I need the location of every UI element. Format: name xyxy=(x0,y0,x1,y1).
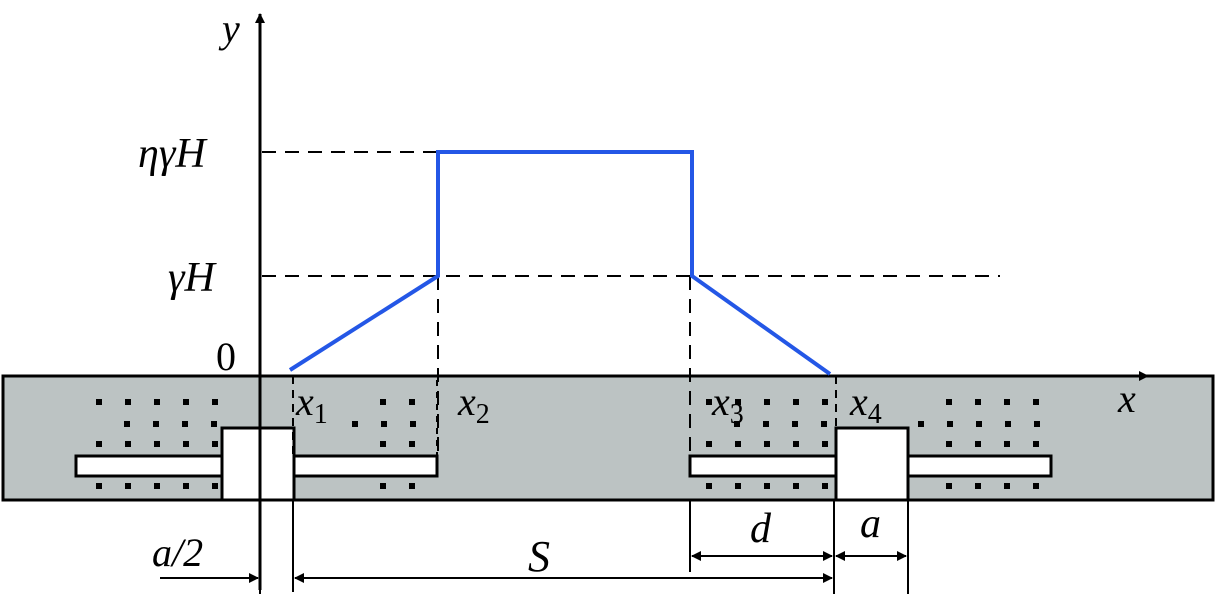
dotted-zones xyxy=(96,399,1040,489)
texture-dot xyxy=(735,441,741,447)
texture-dot xyxy=(918,421,924,427)
texture-dot xyxy=(821,421,827,427)
texture-dot xyxy=(409,399,415,405)
texture-dot xyxy=(793,441,799,447)
texture-dot xyxy=(734,421,740,427)
texture-dot xyxy=(96,399,102,405)
point-label-x4: x4 xyxy=(849,379,882,430)
texture-dot xyxy=(183,441,189,447)
texture-dot xyxy=(409,483,415,489)
texture-dot xyxy=(947,421,953,427)
texture-dot xyxy=(946,399,952,405)
texture-dot xyxy=(975,483,981,489)
texture-dot xyxy=(125,483,131,489)
point-label-x2: x2 xyxy=(457,379,490,430)
texture-dot xyxy=(409,441,415,447)
texture-dot xyxy=(410,421,416,427)
bar-right-outer xyxy=(905,454,1053,478)
texture-dot xyxy=(125,399,131,405)
texture-dot xyxy=(1004,399,1010,405)
texture-dot xyxy=(1033,441,1039,447)
texture-dot xyxy=(763,421,769,427)
texture-dot xyxy=(380,483,386,489)
texture-dot xyxy=(182,421,188,427)
texture-dot xyxy=(764,483,770,489)
texture-dot xyxy=(154,483,160,489)
texture-dot xyxy=(975,441,981,447)
texture-dot xyxy=(792,421,798,427)
texture-dot xyxy=(1033,399,1039,405)
origin-label: 0 xyxy=(216,334,236,379)
texture-dot xyxy=(822,483,828,489)
width-label: a xyxy=(860,501,881,547)
texture-dot xyxy=(706,399,712,405)
bar-left-inner xyxy=(291,454,439,478)
texture-dot xyxy=(124,421,130,427)
upper-level-label: ηγH xyxy=(138,131,208,177)
texture-dot xyxy=(212,441,218,447)
texture-dot xyxy=(154,399,160,405)
texture-dot xyxy=(706,441,712,447)
point-label-x1: x1 xyxy=(295,379,328,430)
texture-dot xyxy=(1004,483,1010,489)
texture-dot xyxy=(96,441,102,447)
texture-dot xyxy=(352,421,358,427)
texture-dot xyxy=(735,399,741,405)
texture-dot xyxy=(706,483,712,489)
texture-dot xyxy=(212,399,218,405)
texture-dot xyxy=(975,399,981,405)
texture-dot xyxy=(764,399,770,405)
texture-dot xyxy=(381,421,387,427)
right-roadway-box xyxy=(834,426,910,502)
texture-dot xyxy=(183,483,189,489)
bar-left-outer xyxy=(74,454,224,478)
texture-dot xyxy=(1005,421,1011,427)
texture-dot xyxy=(212,483,218,489)
coal-layer xyxy=(1,374,1215,502)
texture-dot xyxy=(1033,483,1039,489)
texture-dot xyxy=(1034,421,1040,427)
texture-dot xyxy=(183,399,189,405)
texture-dot xyxy=(946,441,952,447)
texture-dot xyxy=(380,441,386,447)
spacing-label: S xyxy=(528,532,550,581)
texture-dot xyxy=(735,483,741,489)
texture-dot xyxy=(764,441,770,447)
stress-curve xyxy=(288,150,832,376)
x-axis-label: x xyxy=(1117,376,1136,421)
texture-dot xyxy=(976,421,982,427)
texture-dot xyxy=(211,421,217,427)
depth-label: d xyxy=(750,506,772,552)
texture-dot xyxy=(380,399,386,405)
y-axis-label: y xyxy=(218,6,240,51)
texture-dot xyxy=(125,441,131,447)
texture-dot xyxy=(822,441,828,447)
texture-dot xyxy=(793,399,799,405)
point-label-x3: x3 xyxy=(711,379,744,430)
texture-dot xyxy=(1004,441,1010,447)
texture-dot xyxy=(822,399,828,405)
bar-right-inner xyxy=(688,454,838,478)
texture-dot xyxy=(154,441,160,447)
texture-dot xyxy=(96,483,102,489)
texture-dot xyxy=(946,483,952,489)
half-width-label: a/2 xyxy=(152,530,203,575)
texture-dot xyxy=(793,483,799,489)
texture-dot xyxy=(153,421,159,427)
left-roadway-box xyxy=(220,426,296,502)
lower-level-label: γH xyxy=(168,255,218,301)
